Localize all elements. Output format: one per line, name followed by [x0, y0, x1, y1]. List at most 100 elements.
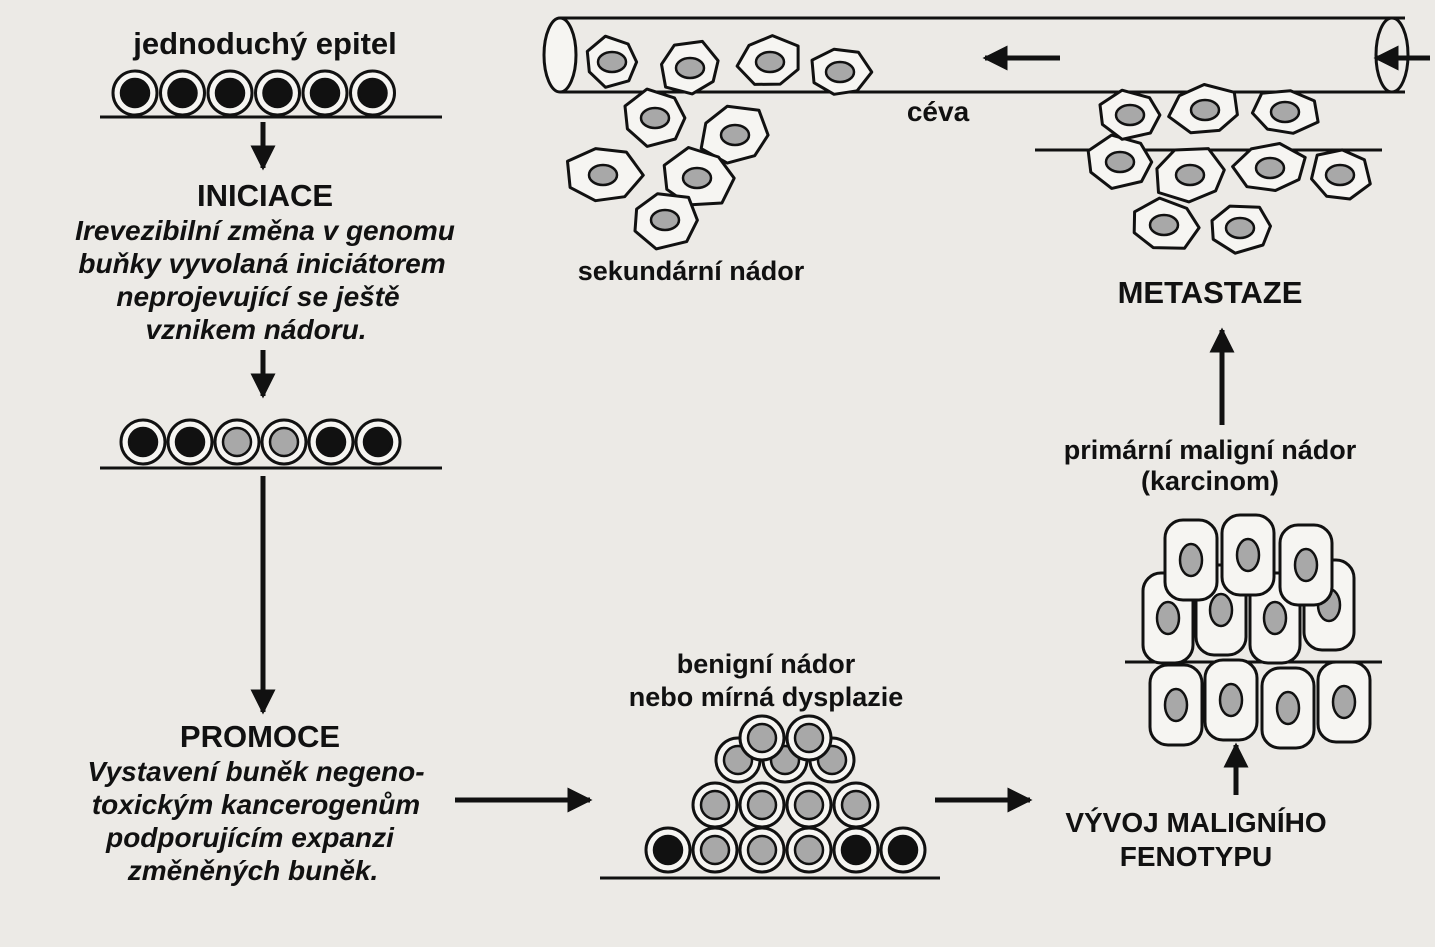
cell-nucleus: [826, 62, 854, 82]
initiation-desc-line-2: buňky vyvolaná iniciátorem: [78, 249, 445, 278]
secondary-tumor-cell: [635, 194, 697, 249]
cell-nucleus: [129, 428, 157, 456]
cell-nucleus: [1220, 684, 1242, 716]
cell-nucleus: [842, 836, 870, 864]
cell-nucleus: [651, 210, 679, 230]
cell-nucleus: [359, 79, 387, 107]
cell-nucleus: [311, 79, 339, 107]
malignant-cell: [1165, 520, 1217, 600]
cell-nucleus: [795, 724, 823, 752]
benign-cell: [740, 783, 784, 827]
vessel-end-left: [544, 18, 576, 92]
cell-nucleus: [701, 836, 729, 864]
cell-nucleus: [721, 125, 749, 145]
cell-nucleus: [598, 52, 626, 72]
cell-nucleus: [748, 724, 776, 752]
cell-nucleus: [1157, 602, 1179, 634]
promotion-desc-line-2: toxickým kancerogenům: [92, 790, 420, 819]
secondary-tumor-cell: [568, 149, 644, 201]
benign-tumor-line-2: nebo mírná dysplazie: [629, 683, 904, 711]
promotion-title: PROMOCE: [180, 721, 340, 754]
secondary-tumor-label: sekundární nádor: [578, 257, 805, 285]
initiated-cell: [168, 420, 212, 464]
epithelium-cell: [256, 71, 300, 115]
metastasis-cell: [1100, 90, 1160, 139]
promotion-desc-line-4: změněných buněk.: [128, 856, 379, 885]
malignant-cell: [1222, 515, 1274, 595]
epithelium-cell: [113, 71, 157, 115]
benign-cell: [787, 783, 831, 827]
cell-nucleus: [1180, 544, 1202, 576]
cell-nucleus: [1106, 152, 1134, 172]
primary-tumor-line-2: (karcinom): [1141, 467, 1279, 495]
cell-nucleus: [1326, 165, 1354, 185]
cell-nucleus: [756, 52, 784, 72]
cell-nucleus: [795, 836, 823, 864]
cell-nucleus: [1150, 215, 1178, 235]
malignant-cell: [1150, 665, 1202, 745]
benign-cell: [834, 783, 878, 827]
benign-cell: [740, 716, 784, 760]
secondary-tumor-cell: [812, 49, 872, 94]
malignant-phenotype-line-2: FENOTYPU: [1120, 842, 1272, 871]
benign-base-cell: [881, 828, 925, 872]
benign-cell: [693, 783, 737, 827]
malignant-cell: [1205, 660, 1257, 740]
secondary-tumor-cell: [625, 89, 685, 146]
benign-base-cell: [693, 828, 737, 872]
benign-tumor-line-1: benigní nádor: [677, 650, 856, 678]
simple-epithelium-label: jednoduchý epitel: [133, 28, 397, 61]
benign-base-cell: [787, 828, 831, 872]
cell-nucleus: [683, 168, 711, 188]
cell-nucleus: [654, 836, 682, 864]
cell-nucleus: [842, 791, 870, 819]
cell-nucleus: [589, 165, 617, 185]
malignant-cell: [1262, 668, 1314, 748]
cell-nucleus: [1176, 165, 1204, 185]
cell-nucleus: [1237, 539, 1259, 571]
cell-nucleus: [270, 428, 298, 456]
cell-nucleus: [264, 79, 292, 107]
cell-nucleus: [1277, 692, 1299, 724]
cell-nucleus: [676, 58, 704, 78]
cell-nucleus: [176, 428, 204, 456]
cell-nucleus: [1165, 689, 1187, 721]
initiation-desc-line-4: vznikem nádoru.: [146, 315, 367, 344]
cell-nucleus: [1226, 218, 1254, 238]
cell-nucleus: [701, 791, 729, 819]
vessel-end-right: [1376, 18, 1408, 92]
initiated-cell: [215, 420, 259, 464]
cell-nucleus: [317, 428, 345, 456]
cell-nucleus: [641, 108, 669, 128]
secondary-tumor-cell: [587, 36, 636, 87]
cell-nucleus: [364, 428, 392, 456]
metastasis-cell: [1252, 91, 1318, 134]
benign-cell: [787, 716, 831, 760]
cell-nucleus: [1333, 686, 1355, 718]
cell-nucleus: [748, 791, 776, 819]
benign-base-cell: [646, 828, 690, 872]
benign-base-cell: [834, 828, 878, 872]
epithelium-cell: [351, 71, 395, 115]
initiation-desc-line-1: Irevezibilní změna v genomu: [75, 216, 455, 245]
promotion-desc-line-3: podporujícím expanzi: [106, 823, 394, 852]
cell-nucleus: [1210, 594, 1232, 626]
epithelium-cell: [161, 71, 205, 115]
epithelium-cell: [303, 71, 347, 115]
cell-nucleus: [1295, 549, 1317, 581]
cell-nucleus: [1116, 105, 1144, 125]
vessel-label: céva: [907, 97, 969, 126]
initiated-cell: [309, 420, 353, 464]
metastasis-cell: [1212, 206, 1271, 253]
metastasis-cell: [1134, 198, 1199, 248]
cell-nucleus: [795, 791, 823, 819]
cell-nucleus: [223, 428, 251, 456]
metastasis-label: METASTAZE: [1118, 277, 1303, 310]
metastasis-cell: [1312, 150, 1371, 199]
cell-nucleus: [1256, 158, 1284, 178]
cell-nucleus: [1191, 100, 1219, 120]
cell-nucleus: [1271, 102, 1299, 122]
initiated-cell: [262, 420, 306, 464]
secondary-tumor-cell: [737, 36, 798, 85]
